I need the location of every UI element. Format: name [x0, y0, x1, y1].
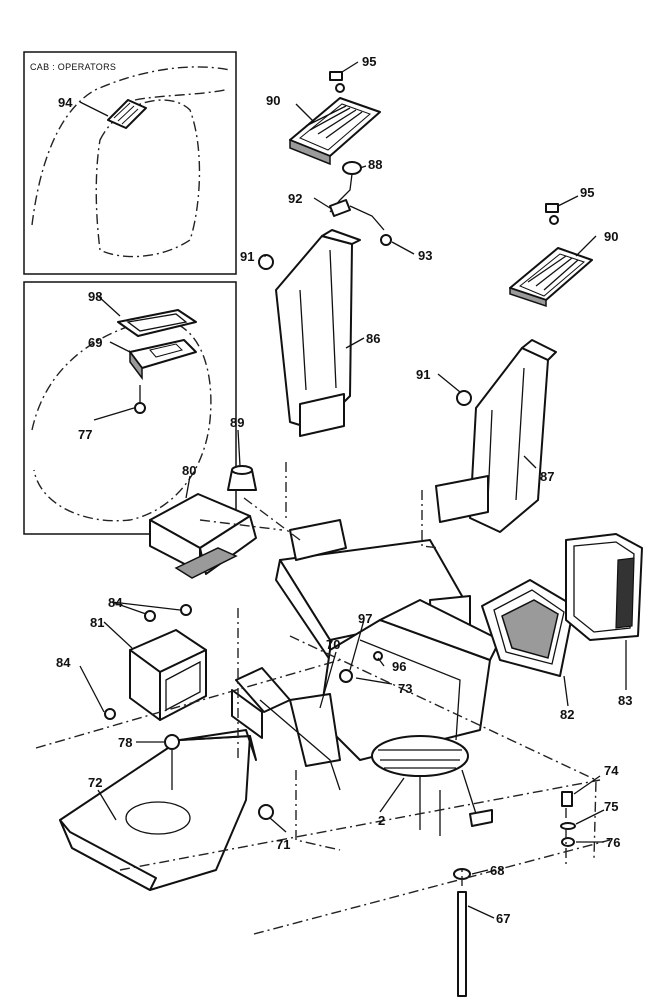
part-88-sensor [329, 161, 385, 231]
callout-87: 87 [540, 469, 555, 484]
part-90-upper-vent [289, 97, 381, 166]
callout-81: 81 [90, 615, 105, 630]
part-80-duct [149, 493, 257, 579]
callout-96: 96 [392, 659, 407, 674]
part-87-duct [435, 339, 557, 533]
part-93-screw [380, 234, 392, 246]
part-71-screw [258, 804, 274, 820]
callout-84-upper: 84 [108, 595, 123, 610]
part-97-screw [339, 669, 353, 683]
cab-outline [31, 66, 231, 226]
part-76-nut [561, 837, 575, 847]
part-91-screw-upper [258, 254, 274, 270]
part-98-cover [117, 309, 197, 337]
callout-78: 78 [118, 735, 133, 750]
part-95-clip-right [545, 203, 559, 225]
callout-90-right: 90 [604, 229, 619, 244]
callout-90-upper: 90 [266, 93, 281, 108]
part-72-floor-duct [59, 729, 257, 891]
part-81-vent [129, 629, 207, 721]
callout-92: 92 [288, 191, 303, 206]
callout-84-lower: 84 [56, 655, 71, 670]
callout-88: 88 [368, 157, 383, 172]
callout-91-upper: 91 [240, 249, 255, 264]
part-74-bolt [561, 791, 573, 807]
cab-inset-frame-bottom [23, 281, 237, 535]
part-90-right-vent [509, 247, 593, 308]
part-91-screw-lower [456, 390, 472, 406]
callout-73: 73 [398, 681, 413, 696]
callout-69: 69 [88, 335, 103, 350]
callout-93: 93 [418, 248, 433, 263]
callout-67: 67 [496, 911, 511, 926]
part-84-screw-c [104, 708, 116, 720]
callout-70: 70 [326, 637, 341, 652]
callout-72: 72 [88, 775, 103, 790]
part-83-filter [565, 533, 643, 641]
callout-71: 71 [276, 837, 291, 852]
callout-95-upper: 95 [362, 54, 377, 69]
part-67-hose [457, 891, 467, 997]
part-84-screw-a [144, 610, 156, 622]
part-95-clip-upper [329, 71, 345, 93]
part-94-vent [107, 99, 147, 129]
part-89-cap [227, 465, 257, 491]
callout-94: 94 [58, 95, 73, 110]
callout-97: 97 [358, 611, 373, 626]
cab-window [95, 99, 201, 258]
callout-98: 98 [88, 289, 103, 304]
callout-89: 89 [230, 415, 245, 430]
callout-68: 68 [490, 863, 505, 878]
part-78-screw [164, 734, 180, 790]
callout-91-lower: 91 [416, 367, 431, 382]
leader-lines [79, 61, 627, 919]
part-96-clip [373, 651, 383, 661]
callout-74: 74 [604, 763, 619, 778]
blower-motor-2 [371, 735, 469, 777]
callout-77: 77 [78, 427, 93, 442]
callout-86: 86 [366, 331, 381, 346]
callout-80: 80 [182, 463, 197, 478]
inset-caption: CAB : OPERATORS [30, 62, 117, 72]
callout-75: 75 [604, 799, 619, 814]
part-82-filter [481, 579, 575, 677]
part-69-panel [129, 339, 197, 381]
part-84-screw-b [180, 604, 192, 616]
part-75-washer [560, 822, 576, 830]
callout-76: 76 [606, 835, 621, 850]
heater-unit [231, 599, 501, 836]
callout-2: 2 [378, 813, 386, 828]
cab-inset-frame-top [23, 51, 237, 275]
part-77-screw [134, 385, 146, 414]
callout-95-right: 95 [580, 185, 595, 200]
callout-83: 83 [618, 693, 633, 708]
part-86-duct [275, 229, 361, 437]
callout-82: 82 [560, 707, 575, 722]
